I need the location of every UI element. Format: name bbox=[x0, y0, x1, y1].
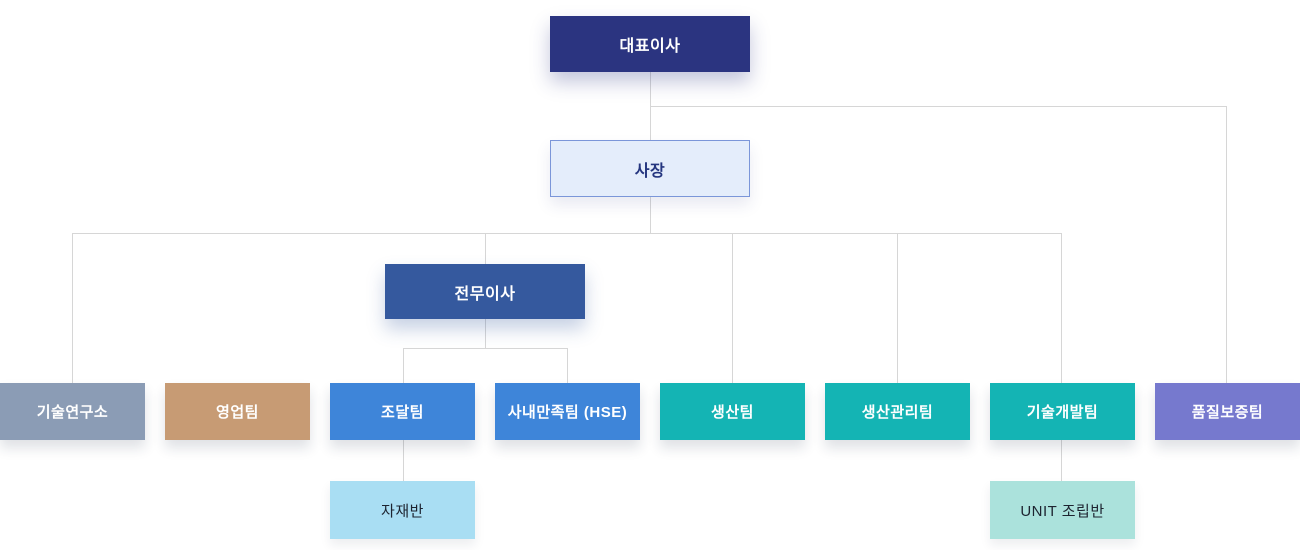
node-subteam-unit-assembly: UNIT 조립반 bbox=[990, 481, 1135, 539]
node-executive-director: 전무이사 bbox=[385, 264, 585, 319]
node-ceo: 대표이사 bbox=[550, 16, 750, 72]
connector-line bbox=[732, 233, 733, 383]
node-subteam-materials: 자재반 bbox=[330, 481, 475, 539]
node-dept-tech-development-team: 기술개발팀 bbox=[990, 383, 1135, 440]
node-president: 사장 bbox=[550, 140, 750, 197]
connector-line bbox=[485, 319, 486, 348]
connector-line bbox=[567, 348, 568, 383]
node-dept-tech-research-institute: 기술연구소 bbox=[0, 383, 145, 440]
connector-line bbox=[1061, 440, 1062, 481]
connector-line bbox=[897, 233, 898, 383]
connector-line bbox=[650, 106, 1227, 107]
node-dept-production-team: 생산팀 bbox=[660, 383, 805, 440]
node-dept-procurement-team: 조달팀 bbox=[330, 383, 475, 440]
connector-line bbox=[485, 233, 486, 264]
node-dept-quality-assurance-team: 품질보증팀 bbox=[1155, 383, 1300, 440]
connector-line bbox=[650, 197, 651, 233]
connector-line bbox=[403, 348, 404, 383]
node-dept-production-management-team: 생산관리팀 bbox=[825, 383, 970, 440]
connector-line bbox=[403, 440, 404, 481]
connector-line bbox=[72, 233, 1062, 234]
connector-line bbox=[1061, 233, 1062, 383]
connector-line bbox=[403, 348, 568, 349]
node-dept-sales-team: 영업팀 bbox=[165, 383, 310, 440]
connector-line bbox=[72, 233, 73, 383]
connector-line bbox=[1226, 106, 1227, 383]
node-dept-hse-team: 사내만족팀 (HSE) bbox=[495, 383, 640, 440]
